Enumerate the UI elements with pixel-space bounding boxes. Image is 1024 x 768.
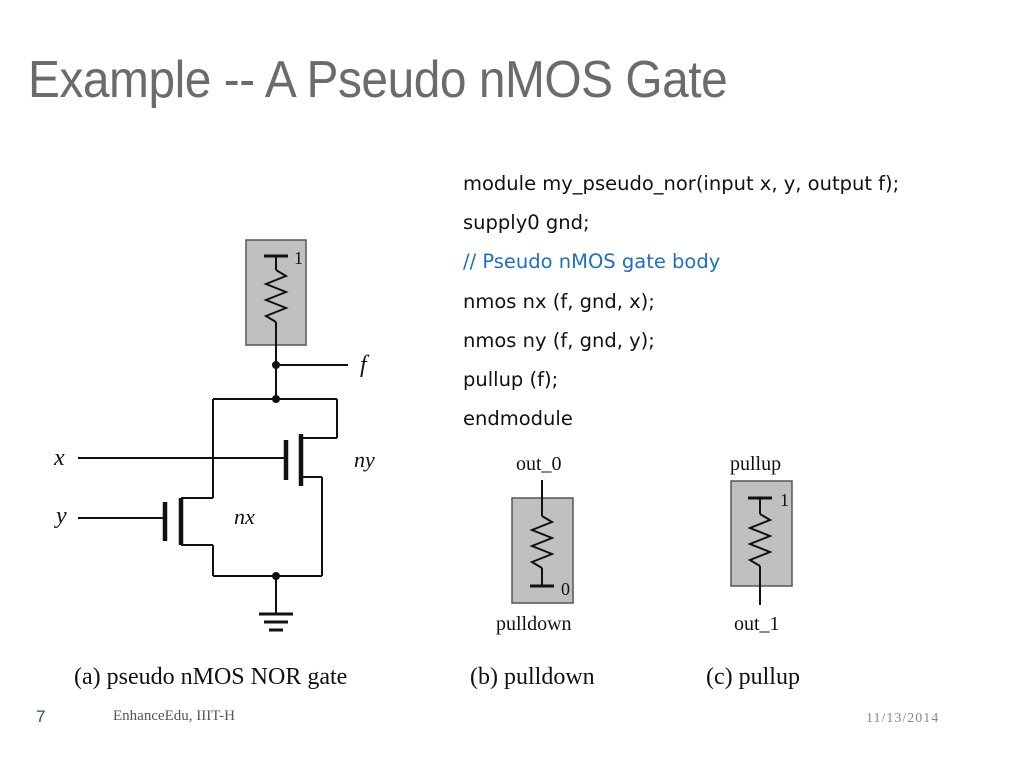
pullup-bottom-label: out_1 <box>734 613 780 635</box>
ny-label: ny <box>354 447 375 472</box>
figure-a-caption: (a) pseudo nMOS NOR gate <box>74 664 347 690</box>
footer-date: 11/13/2014 <box>866 711 940 726</box>
input-y-label: y <box>54 503 67 529</box>
input-x-label: x <box>53 445 65 471</box>
slide-title: Example -- A Pseudo nMOS Gate <box>28 51 728 109</box>
pullup-value-label: 1 <box>294 248 303 268</box>
pulldown-element <box>511 480 574 604</box>
pullup-top-label: pullup <box>730 453 781 475</box>
figure-c-caption: (c) pullup <box>706 664 800 690</box>
code-line: module my_pseudo_nor(input x, y, output … <box>463 172 900 195</box>
footer-organization: EnhanceEdu, IIIT-H <box>113 708 235 724</box>
pullup-resistor-icon <box>263 269 289 323</box>
code-line: nmos ny (f, gnd, y); <box>463 328 655 352</box>
code-line: nmos nx (f, gnd, x); <box>463 289 655 313</box>
pullup-element <box>730 480 793 605</box>
code-line: supply0 gnd; <box>463 211 590 235</box>
pulldown-resistor-icon <box>529 515 555 569</box>
pseudo-nmos-nor-circuit <box>78 239 348 632</box>
pulldown-top-label: out_0 <box>516 453 562 475</box>
code-line: pullup (f); <box>463 367 559 391</box>
page-number: 7 <box>36 707 46 726</box>
pulldown-bottom-label: pulldown <box>496 613 572 635</box>
figure-b-caption: (b) pulldown <box>470 664 595 690</box>
pullup-element-resistor-icon <box>747 513 773 567</box>
pullup-element-value-label: 1 <box>780 490 789 510</box>
verilog-code-block: module my_pseudo_nor(input x, y, output … <box>463 170 899 444</box>
code-line: endmodule <box>463 407 573 431</box>
output-f-label: f <box>360 352 370 378</box>
nx-label: nx <box>234 504 255 529</box>
ground-icon <box>259 612 293 632</box>
code-comment-line: // Pseudo nMOS gate body <box>463 250 721 274</box>
pulldown-value-label: 0 <box>561 579 570 599</box>
